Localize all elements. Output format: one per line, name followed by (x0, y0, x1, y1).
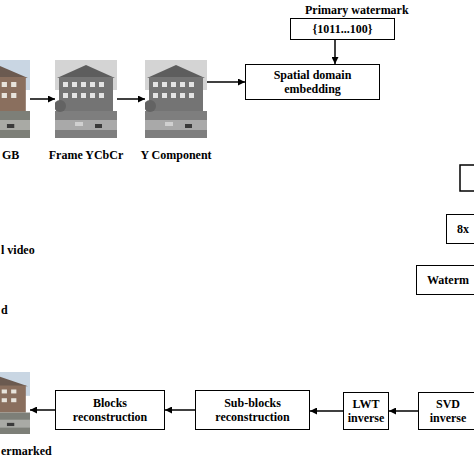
image-node: GB (0, 60, 30, 138)
process-box: Spatial domain embedding (245, 64, 380, 100)
process-box: LWT inverse (343, 392, 389, 430)
flow-arrow (310, 410, 343, 412)
image-caption: ermarked (1, 444, 52, 458)
flow-arrow (165, 409, 195, 411)
y-component-image (144, 60, 207, 138)
process-box: 8x (446, 214, 474, 244)
box-text: Waterm (423, 273, 469, 287)
flow-arrow (30, 409, 55, 411)
cropped-box (460, 165, 474, 191)
process-box: Waterm (416, 265, 474, 295)
box-text: LWT inverse (348, 397, 385, 425)
side-label: d (1, 303, 8, 317)
flow-arrow (117, 98, 145, 100)
image-node: ermarked (0, 372, 30, 434)
process-box: Sub-blocks reconstruction (195, 390, 310, 430)
box-text: Sub-blocks reconstruction (202, 396, 303, 424)
image-node: Frame YCbCr (55, 60, 117, 138)
flow-arrow (30, 98, 55, 100)
flow-arrow (207, 81, 245, 83)
image-caption: GB (2, 148, 19, 162)
process-box: Blocks reconstruction (55, 390, 165, 430)
box-text: Spatial domain embedding (252, 68, 373, 96)
watermarked-frame-image (0, 372, 30, 434)
image-node: Y Component (145, 60, 207, 138)
rgb-frame-image (0, 60, 30, 138)
flow-arrow (334, 40, 336, 64)
box-text: Blocks reconstruction (62, 396, 158, 424)
image-caption: Y Component (140, 148, 211, 162)
flow-arrow (389, 410, 418, 412)
box-text: {1011...100} (313, 22, 373, 36)
box-text: SVD inverse (425, 397, 471, 425)
side-label: l video (1, 243, 35, 257)
box-heading: Primary watermark (305, 3, 409, 17)
watermark-box: Primary watermark{1011...100} (290, 18, 395, 40)
box-text: 8x (453, 222, 469, 236)
ycbcr-frame-image (54, 60, 117, 138)
image-caption: Frame YCbCr (49, 148, 124, 162)
process-box: SVD inverse (418, 392, 474, 430)
